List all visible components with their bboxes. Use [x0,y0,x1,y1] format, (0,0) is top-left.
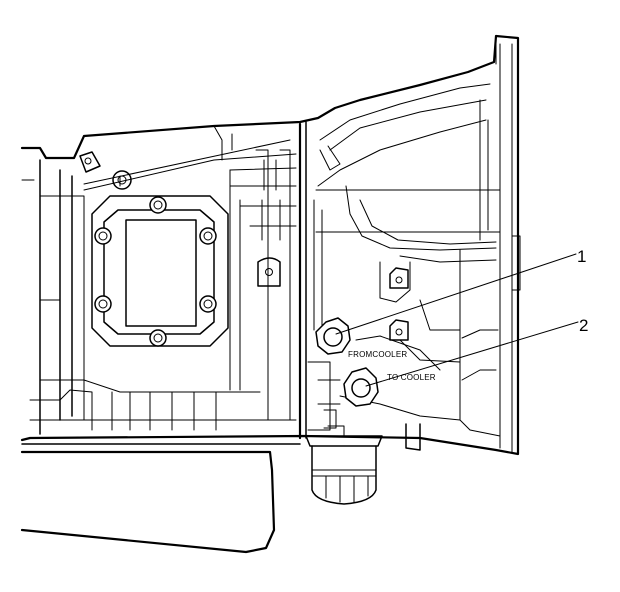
filter-canister [305,425,383,505]
transmission-case [20,34,520,554]
callout-label-1: 1 [577,247,586,266]
callout-label-2: 2 [579,316,588,335]
to-cooler-label: TO COOLER [387,373,436,382]
cooler-fittings [307,317,379,431]
from-cooler-label: FROMCOOLER [348,350,407,359]
callout-leaders [335,253,579,387]
mounting-plate [91,195,229,347]
leader-line-1 [335,253,577,335]
bell-housing [313,35,521,453]
from-cooler-fitting [315,317,351,355]
plate-bolts [94,196,217,347]
to-cooler-fitting [343,367,379,407]
leader-line-2 [365,321,579,387]
